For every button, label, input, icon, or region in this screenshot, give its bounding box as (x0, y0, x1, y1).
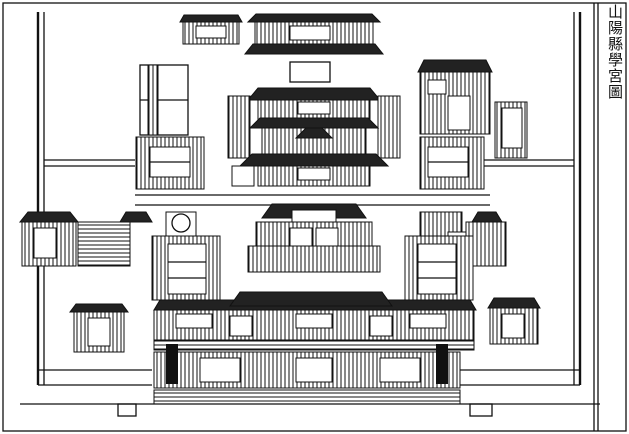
front-wall (20, 344, 600, 417)
left-gatehouse (18, 211, 153, 267)
right-upper-wing (417, 59, 528, 190)
compound-walls (36, 12, 582, 386)
left-upper-wing (135, 64, 205, 190)
upper-left-building (179, 14, 243, 45)
front-gate (153, 291, 477, 351)
main-hall (227, 87, 401, 187)
page-title: 山陽縣學宮圖 (606, 4, 624, 100)
middle-gate (135, 194, 490, 273)
left-corridor (151, 235, 221, 301)
lower-right-building (487, 297, 541, 345)
lower-left-building (69, 303, 129, 353)
top-hall (243, 13, 385, 83)
right-corridor (404, 235, 474, 301)
